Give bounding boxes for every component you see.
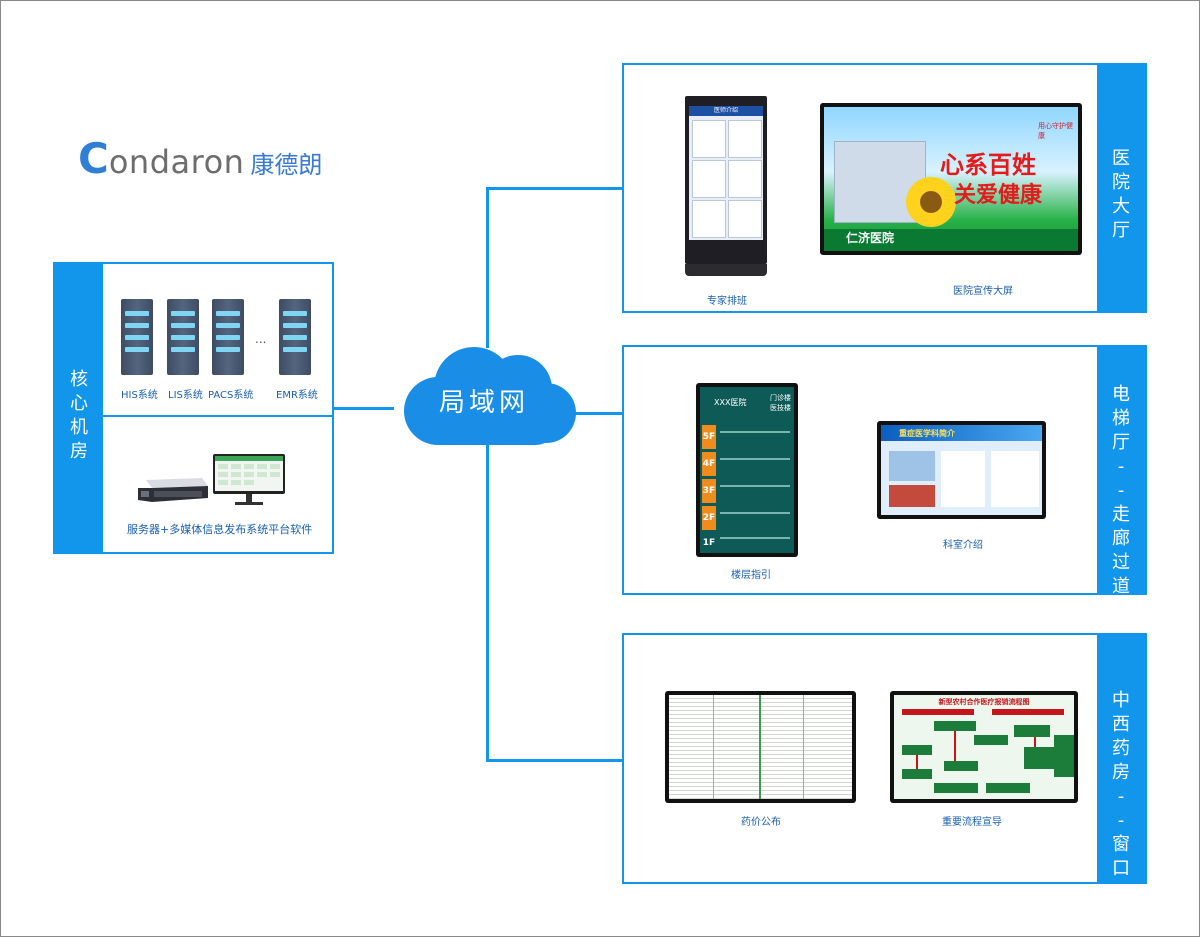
dept-intro-title: 重症医学科简介 <box>899 429 955 438</box>
panel-pharmacy-char: 药 <box>1112 738 1130 759</box>
floor-2f: 2F <box>702 506 716 530</box>
panel-hall-char: 大 <box>1112 196 1130 217</box>
link-core-cloud <box>334 407 394 410</box>
server-ellipsis: ... <box>255 332 267 346</box>
core-room-char: 房 <box>70 441 88 462</box>
panel-pharmacy-label: 中 西 药 房 - - 窗 口 <box>1097 689 1145 881</box>
link-trunk-top <box>486 188 489 348</box>
logo-initial: C <box>78 134 109 183</box>
panel-pharmacy-bar: 中 西 药 房 - - 窗 口 <box>1097 635 1145 882</box>
panel-corridor-char: 厅 <box>1112 432 1130 453</box>
lan-label: 局域网 <box>438 388 529 418</box>
core-room-label: 核 心 机 房 <box>55 368 103 464</box>
panel-corridor-char: 过 <box>1112 552 1130 573</box>
link-corridor <box>572 412 622 415</box>
flow-title: 新型农村合作医疗报销流程图 <box>938 698 1030 706</box>
server-his-icon <box>121 299 153 375</box>
process-flow-caption: 重要流程宣导 <box>942 817 1002 828</box>
dept-intro-caption: 科室介绍 <box>943 540 983 551</box>
server-pacs-label: PACS系统 <box>208 390 254 401</box>
directory-building-2: 医技楼 <box>770 404 791 412</box>
banner-stamp: 用心守护健康 <box>1038 122 1073 140</box>
link-trunk-bottom <box>486 445 489 761</box>
panel-pharmacy-char: 窗 <box>1112 834 1130 855</box>
price-list-caption: 药价公布 <box>741 817 781 828</box>
server-lis-label: LIS系统 <box>168 390 203 401</box>
core-room-char: 核 <box>70 369 88 390</box>
server-lis-icon <box>167 299 199 375</box>
floor-1f: 1F <box>702 533 716 553</box>
panel-hall-char: 院 <box>1112 172 1130 193</box>
panel-pharmacy-char: 口 <box>1112 858 1130 879</box>
banner-text-2: 关爱健康 <box>954 183 1043 208</box>
floor-guide-caption: 楼层指引 <box>731 570 771 581</box>
panel-hall-label: 医 院 大 厅 <box>1097 147 1145 243</box>
link-hall <box>486 187 622 190</box>
panel-corridor-char: 道 <box>1112 576 1130 597</box>
floor-3f: 3F <box>702 479 716 503</box>
core-room-char: 机 <box>70 417 88 438</box>
server-pacs-icon <box>212 299 244 375</box>
floor-4f: 4F <box>702 452 716 476</box>
directory-hospital: XXX医院 <box>714 398 747 407</box>
banner-brand: 仁济医院 <box>846 231 895 245</box>
panel-corridor-char: 电 <box>1112 384 1130 405</box>
expert-schedule-caption: 专家排班 <box>707 296 747 307</box>
kiosk-display: 医师介绍 <box>685 96 767 278</box>
server-his-label: HIS系统 <box>121 390 158 401</box>
panel-hospital-hall: 医 院 大 厅 <box>622 63 1147 313</box>
lan-cloud-icon <box>404 347 576 445</box>
kiosk-header: 医师介绍 <box>689 106 763 116</box>
promo-screen-caption: 医院宣传大屏 <box>953 286 1013 297</box>
core-room-divider <box>103 415 332 417</box>
panel-hall-char: 医 <box>1112 148 1130 169</box>
panel-corridor-char: 廊 <box>1112 528 1130 549</box>
server-emr-icon <box>279 299 311 375</box>
panel-corridor-bar: 电 梯 厅 - - 走 廊 过 道 <box>1097 347 1145 597</box>
panel-corridor-char: 走 <box>1112 504 1130 525</box>
panel-pharmacy-char: 房 <box>1112 762 1130 783</box>
core-room-char: 心 <box>70 393 88 414</box>
logo-cn-name: 康德朗 <box>250 151 323 179</box>
floor-directory-screen: XXX医院 门诊楼 医技楼 5F 4F 3F 2F 1F <box>696 383 798 557</box>
floor-5f: 5F <box>702 425 716 449</box>
server-emr-label: EMR系统 <box>276 390 318 401</box>
panel-pharmacy-char: 西 <box>1112 714 1130 735</box>
panel-pharmacy-char: - <box>1117 810 1125 831</box>
price-list-screen <box>665 691 856 803</box>
monitor-icon <box>213 454 285 505</box>
panel-elevator-corridor: 电 梯 厅 - - 走 廊 过 道 <box>622 345 1147 597</box>
panel-corridor-char: 梯 <box>1112 408 1130 429</box>
banner-text-1: 心系百姓 <box>940 151 1036 179</box>
panel-pharmacy-char: 中 <box>1112 690 1130 711</box>
logo-name: ondaron <box>108 143 245 181</box>
dept-intro-screen: 重症医学科简介 <box>877 421 1046 519</box>
process-flow-screen: 新型农村合作医疗报销流程图 <box>890 691 1078 803</box>
platform-caption: 服务器+多媒体信息发布系统平台软件 <box>127 523 313 536</box>
panel-hall-bar: 医 院 大 厅 <box>1097 65 1145 311</box>
directory-building: 门诊楼 <box>770 394 791 402</box>
rack-server-icon <box>138 478 208 502</box>
condaron-logo: C ondaron 康德朗 <box>78 138 322 182</box>
promo-screen: 心系百姓 关爱健康 用心守护健康 仁济医院 <box>820 103 1082 255</box>
panel-corridor-char: - <box>1117 480 1125 501</box>
panel-hall-char: 厅 <box>1112 220 1130 241</box>
panel-pharmacy-char: - <box>1117 786 1125 807</box>
core-room-box: 核 心 机 房 <box>53 262 334 554</box>
panel-corridor-char: - <box>1117 456 1125 477</box>
panel-corridor-label: 电 梯 厅 - - 走 廊 过 道 <box>1097 383 1145 599</box>
panel-pharmacy-window: 中 西 药 房 - - 窗 口 <box>622 633 1147 884</box>
core-room-bar: 核 心 机 房 <box>55 264 103 552</box>
link-pharmacy <box>486 759 622 762</box>
